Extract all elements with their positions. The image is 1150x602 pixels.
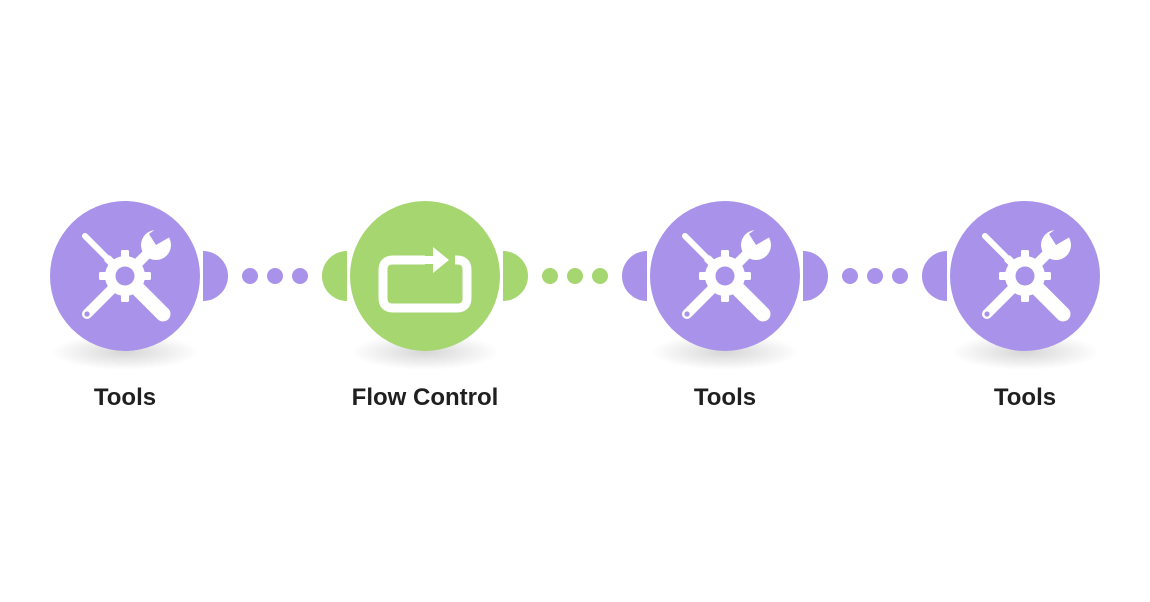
module-1[interactable]: Tools xyxy=(50,201,228,411)
output-handle[interactable] xyxy=(803,251,828,301)
module-2[interactable]: Flow Control xyxy=(322,201,528,411)
connector-dot xyxy=(267,268,283,284)
connector-dot xyxy=(592,268,608,284)
connector-dot xyxy=(542,268,558,284)
connector-dot xyxy=(867,268,883,284)
module-label: Flow Control xyxy=(352,384,499,411)
module-label: Tools xyxy=(694,384,756,411)
connector-dot xyxy=(892,268,908,284)
module-4[interactable]: Tools xyxy=(922,201,1128,411)
module-3[interactable]: Tools xyxy=(622,201,828,411)
input-handle[interactable] xyxy=(322,251,347,301)
module-label: Tools xyxy=(94,384,156,411)
module-shadow xyxy=(651,334,799,370)
input-handle[interactable] xyxy=(622,251,647,301)
module-label: Tools xyxy=(994,384,1056,411)
output-handle[interactable] xyxy=(203,251,228,301)
connector-dot xyxy=(842,268,858,284)
input-handle[interactable] xyxy=(922,251,947,301)
module-shadow xyxy=(351,334,499,370)
module-circle[interactable] xyxy=(350,201,500,351)
module-shadow xyxy=(51,334,199,370)
module-shadow xyxy=(951,334,1099,370)
connector-3[interactable] xyxy=(842,268,908,284)
connector-dot xyxy=(292,268,308,284)
output-handle[interactable] xyxy=(503,251,528,301)
connector-2[interactable] xyxy=(542,268,608,284)
connector-1[interactable] xyxy=(242,268,308,284)
connector-dot xyxy=(242,268,258,284)
connector-dot xyxy=(567,268,583,284)
